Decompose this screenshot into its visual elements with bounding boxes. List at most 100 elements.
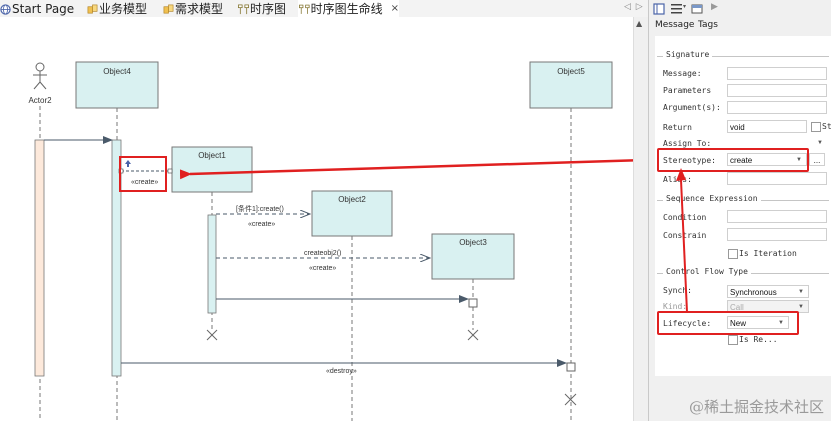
is-iteration-checkbox[interactable] — [728, 249, 738, 259]
tab-label: 需求模型 — [175, 2, 224, 16]
return-input[interactable]: void — [727, 120, 807, 133]
signature-group: Signature — [657, 50, 829, 59]
lifeline-label: Object2 — [338, 195, 366, 204]
stereotype-browse-button[interactable]: ... — [809, 153, 825, 166]
tab-label: 时序图生命线 — [310, 2, 383, 16]
destroy-x-icon — [564, 393, 577, 406]
control-flow-group: Control Flow Type — [657, 267, 829, 276]
actor-activation — [34, 139, 45, 377]
synch-value: Synchronous — [730, 288, 777, 297]
document-icon[interactable] — [653, 3, 665, 15]
message-label: «create» — [309, 265, 336, 272]
scroll-up-icon[interactable]: ▲ — [636, 19, 643, 28]
close-tab-button[interactable]: × — [390, 3, 399, 14]
object3-target — [468, 298, 478, 308]
lifeline-label: Object4 — [103, 67, 131, 76]
chevron-down-icon: ▼ — [798, 289, 804, 295]
lifecycle-label: Lifecycle: — [663, 319, 712, 328]
tab-business-model[interactable]: 业务模型 — [87, 0, 147, 17]
stereotype-label: Stereotype: — [663, 156, 716, 165]
element-icon[interactable] — [691, 3, 703, 15]
object4-activation — [111, 139, 122, 377]
move-handle-icon[interactable] — [125, 160, 131, 167]
group-title: Control Flow Type — [663, 267, 751, 276]
diagram-vertical-scrollbar[interactable]: ▲ — [633, 17, 648, 421]
properties-tabs: Message Tags — [649, 18, 831, 34]
sequence-diagram-canvas[interactable]: Actor2 Object4 Object5 Object1 Object2 O… — [0, 17, 646, 421]
message-input[interactable] — [727, 67, 827, 80]
properties-form: Signature Message: Parameters Argument(s… — [655, 36, 831, 376]
lifeline-label: Object3 — [459, 238, 487, 247]
tab-start-page[interactable]: Start Page — [0, 0, 74, 17]
condition-input[interactable] — [727, 210, 827, 223]
assign-to-label: Assign To: — [663, 139, 712, 148]
sequence-diagram-icon — [238, 4, 249, 15]
message-label: «destroy» — [326, 368, 357, 375]
tab-sequence-diagram[interactable]: 时序图 — [238, 0, 286, 17]
model-icon — [87, 4, 98, 14]
assign-to-select[interactable]: ▼ — [727, 137, 827, 150]
menu-icon[interactable] — [671, 4, 682, 14]
lifeline-label: Object5 — [557, 67, 585, 76]
destroy-x-icon — [206, 329, 218, 341]
model-icon — [163, 4, 174, 14]
return-label: Return — [663, 123, 692, 132]
document-tab-bar: Start Page 业务模型 需求模型 时序图 时序图生命线 — [0, 0, 648, 17]
alias-input[interactable] — [727, 172, 827, 185]
parameters-label: Parameters — [663, 86, 712, 95]
group-title: Signature — [663, 50, 713, 59]
stereotype-highlight — [657, 148, 809, 172]
message-label: «create» — [248, 221, 275, 228]
tab-sequence-lifeline[interactable]: 时序图生命线 × — [298, 0, 399, 17]
constrain-label: Constrain — [663, 231, 707, 240]
sequence-diagram-icon — [299, 4, 310, 14]
chevron-down-icon: ▼ — [778, 320, 784, 326]
callout-arrow-vertical — [676, 168, 688, 313]
stereotype-select[interactable]: create ▼ — [727, 153, 807, 166]
properties-panel: ▾ ▶ Message Tags Signature Message: Para… — [648, 0, 831, 421]
destroy-x-icon — [467, 329, 479, 341]
selection-handle[interactable] — [167, 168, 173, 174]
sequence-expression-group: Sequence Expression — [657, 194, 829, 203]
is-iteration-label: Is Iteration — [739, 249, 797, 258]
highlight-box — [119, 156, 167, 192]
parameters-input[interactable] — [727, 84, 827, 97]
object1-activation — [207, 214, 217, 314]
message-label: [条件1]:create() — [236, 204, 284, 213]
chevron-down-icon: ▼ — [798, 304, 804, 310]
static-checkbox-label: St — [822, 122, 831, 131]
tab-label: Start Page — [12, 1, 75, 16]
static-checkbox[interactable] — [811, 122, 821, 132]
group-title: Sequence Expression — [663, 194, 761, 203]
message-label: createobj2() — [304, 250, 341, 257]
actor-figure[interactable] — [33, 62, 47, 90]
tab-message[interactable]: Message — [655, 20, 695, 30]
tab-label: 时序图 — [250, 2, 287, 16]
synch-select[interactable]: Synchronous ▼ — [727, 285, 809, 298]
tab-tags[interactable]: Tags — [698, 20, 718, 30]
constrain-input[interactable] — [727, 228, 827, 241]
lifeline-object3[interactable] — [431, 233, 515, 280]
is-return-checkbox[interactable] — [728, 335, 738, 345]
watermark: @稀土掘金技术社区 — [688, 398, 824, 416]
synch-label: Synch: — [663, 286, 692, 295]
lifecycle-select[interactable]: New ▼ — [727, 316, 789, 329]
kind-value: Call — [730, 303, 744, 312]
kind-label: Kind: — [663, 302, 688, 311]
lifecycle-value: New — [730, 319, 747, 328]
tab-scroll-arrows[interactable]: ◁ ▷ — [624, 2, 644, 12]
stereotype-value: create — [730, 156, 753, 165]
tab-requirements-model[interactable]: 需求模型 — [163, 0, 223, 17]
globe-icon — [0, 4, 11, 15]
message-label: «create» — [131, 179, 158, 186]
properties-toolbar: ▾ ▶ — [649, 0, 831, 18]
forward-icon[interactable]: ▶ — [711, 2, 718, 12]
lifeline-object5[interactable] — [529, 61, 613, 109]
tab-label: 业务模型 — [99, 2, 148, 16]
message-label: Message: — [663, 69, 702, 78]
diagram-svg: Actor2 Object4 Object5 Object1 Object2 O… — [28, 61, 646, 421]
dropdown-icon[interactable]: ▾ — [683, 3, 687, 10]
chevron-down-icon: ▼ — [817, 140, 823, 146]
arguments-input[interactable] — [727, 101, 827, 114]
lifeline-label: Object1 — [198, 151, 226, 160]
